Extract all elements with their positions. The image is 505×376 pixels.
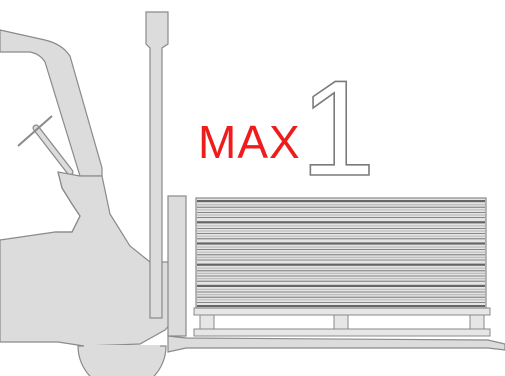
load-band-separator <box>197 285 485 287</box>
pallet-top-deck <box>194 308 490 315</box>
load-band-separator <box>197 264 485 266</box>
forklift-overhead-guard <box>0 30 102 176</box>
pallet-block-middle <box>334 315 348 329</box>
forklift-wheel <box>78 346 166 376</box>
fork-carriage <box>168 196 186 336</box>
load-band-separator <box>197 242 485 244</box>
fork-tine <box>168 336 505 352</box>
pallet-block-left <box>200 315 214 329</box>
steering-column-inner <box>36 128 70 172</box>
load-limit-number: 1 <box>300 60 376 196</box>
load-stack <box>196 198 486 308</box>
load-band-separator <box>197 305 485 307</box>
pallet <box>194 308 490 336</box>
load-band-separator <box>197 221 485 223</box>
pallet-block-right <box>470 315 484 329</box>
max-label: MAX <box>198 119 301 165</box>
pallet-bottom-deck <box>194 329 490 336</box>
